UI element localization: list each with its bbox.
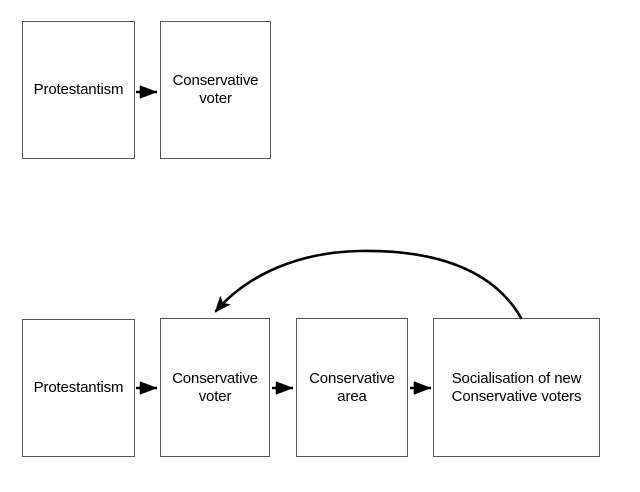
node-label: Conservative area — [309, 369, 395, 405]
node-bottom-conservative-voter[interactable]: Conservative voter — [160, 318, 270, 457]
node-label: Conservative voter — [172, 72, 259, 107]
node-top-conservative-voter[interactable]: Conservative voter — [160, 21, 271, 159]
node-label: Protestantism — [33, 81, 124, 99]
edge-feedback-socialisation-to-conservative-voter — [214, 249, 523, 320]
node-top-protestantism[interactable]: Protestantism — [22, 21, 135, 159]
node-bottom-protestantism[interactable]: Protestantism — [22, 319, 135, 457]
node-label: Protestantism — [33, 379, 124, 397]
node-label: Conservative voter — [172, 369, 258, 405]
node-bottom-socialisation[interactable]: Socialisation of new Conservative voters — [433, 318, 600, 457]
node-label: Socialisation of new Conservative voters — [451, 369, 582, 405]
node-bottom-conservative-area[interactable]: Conservative area — [296, 318, 408, 457]
